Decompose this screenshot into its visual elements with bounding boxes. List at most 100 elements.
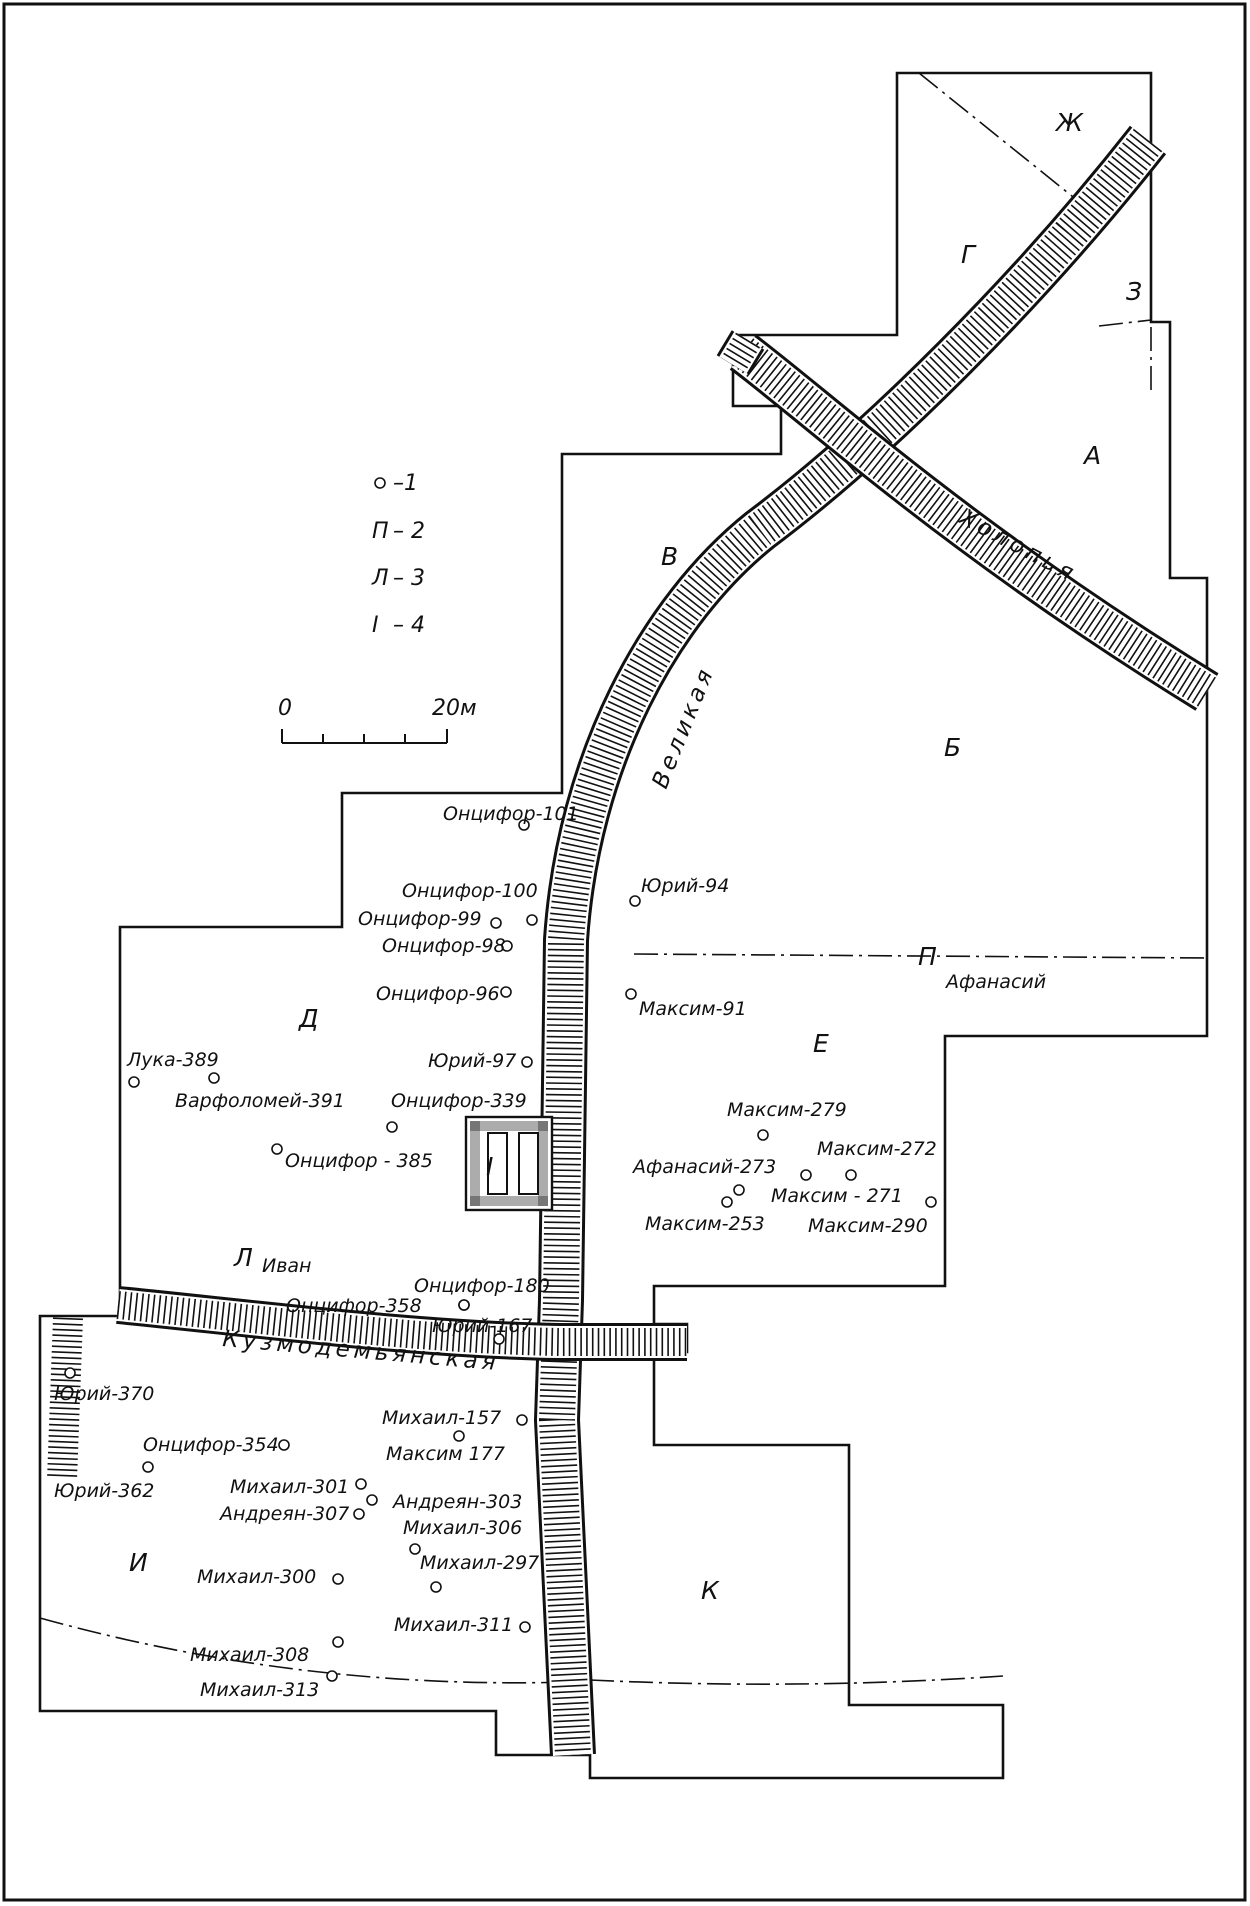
site-label: Максим-279 (727, 1099, 847, 1121)
zone-label: И (129, 1548, 148, 1577)
site-marker: Онцифор-96 (376, 983, 512, 1005)
site-label: Максим-290 (808, 1215, 928, 1237)
legend-symbol: Л (371, 566, 389, 591)
site-label: Михаил-311 (394, 1614, 513, 1636)
legend: –1П– 2Л– 3I– 4 (371, 471, 425, 638)
site-dot (430, 1581, 442, 1593)
site-marker: Юрий-167 (432, 1315, 532, 1345)
zone-label: З (1126, 277, 1142, 306)
site-label: Михаил-297 (420, 1552, 539, 1574)
label-afanasiy: Афанасий (944, 971, 1046, 993)
site-dot (271, 1143, 283, 1155)
building-room-right (518, 1132, 539, 1195)
site-dot (208, 1072, 220, 1084)
zone-divider-k-bottom (589, 1675, 1004, 1685)
zone-label: А (1082, 441, 1101, 470)
zone-divider-z (1098, 319, 1152, 327)
zone-divider-i-bottom (39, 1617, 571, 1684)
legend-item: П– 2 (372, 519, 425, 544)
site-dot (629, 895, 641, 907)
building-hatch-bottom (470, 1196, 548, 1206)
zone-label: Д (298, 1004, 319, 1033)
site-label: Максим-253 (645, 1213, 765, 1235)
site-label: Онцифор-96 (376, 983, 500, 1005)
street-kholopya-hatch (732, 338, 1216, 707)
zone-label: Б (944, 733, 961, 762)
site-label: Онцифор-339 (391, 1090, 527, 1112)
site-label: Онцифор-358 (286, 1295, 422, 1317)
site-marker: Максим - 271 (771, 1169, 903, 1207)
building-hatch-right (538, 1121, 548, 1206)
scale-bar: 0 20м (278, 696, 477, 744)
zone-label: Г (961, 240, 977, 269)
zone-label: К (701, 1576, 720, 1605)
sites-layer: Онцифор-101Онцифор-100Онцифор-99Онцифор-… (54, 803, 937, 1701)
site-dot (519, 1621, 531, 1633)
site-marker: Михаил-157 (382, 1407, 528, 1429)
site-dot (516, 1414, 528, 1426)
site-dot (332, 1573, 344, 1585)
site-marker: Максим-272 (817, 1138, 937, 1181)
site-label: Лука-389 (126, 1049, 219, 1071)
street-velikaya-edge (533, 125, 1167, 1757)
site-marker: Онцифор-98 (382, 935, 513, 957)
site-label: Максим-91 (639, 998, 747, 1020)
site-marker: Онцифор-358 (286, 1295, 470, 1317)
zone-divider-e-p (633, 953, 1208, 959)
legend-text: – 3 (393, 566, 425, 591)
street-velikaya-body (536, 127, 1164, 1756)
site-marker: Варфоломей-391 (175, 1072, 345, 1112)
site-marker: Онцифор-339 (386, 1090, 527, 1133)
site-label: Онцифор - 385 (285, 1150, 433, 1172)
site-dot (453, 1430, 465, 1442)
site-marker: Максим-253 (645, 1196, 765, 1235)
site-dot (625, 988, 637, 1000)
site-marker: Юрий-362 (54, 1461, 154, 1502)
site-marker: Андреян-307 (218, 1503, 365, 1525)
legend-site-symbol (374, 477, 386, 489)
street-network (47, 125, 1219, 1757)
site-dot (366, 1494, 378, 1506)
site-label: Михаил-313 (200, 1679, 319, 1701)
legend-item: –1 (374, 471, 418, 496)
site-marker: Михаил-313 (200, 1670, 338, 1701)
marker-building-i: I (486, 1152, 493, 1181)
site-marker: Онцифор-99 (358, 908, 502, 930)
legend-text: – 2 (393, 519, 425, 544)
site-dot (332, 1636, 344, 1648)
site-marker: Андреян-303 (366, 1491, 522, 1513)
site-dot (353, 1508, 365, 1520)
site-marker: Максим 177 (386, 1430, 505, 1465)
site-marker: Михаил-301 (230, 1476, 367, 1498)
site-dot (409, 1543, 421, 1555)
street-velikaya-hatch (538, 128, 1163, 1756)
site-dot (501, 940, 513, 952)
legend-symbol: I (372, 613, 379, 638)
site-dot (845, 1169, 857, 1181)
street-stub-hatch (720, 332, 761, 373)
site-dot (500, 986, 512, 998)
site-marker: Юрий-94 (629, 875, 729, 907)
site-dot (800, 1169, 812, 1181)
site-marker: Максим-279 (727, 1099, 847, 1141)
site-label: Онцифор-101 (443, 803, 579, 825)
site-dot (386, 1121, 398, 1133)
excavation-boundary (38, 71, 1209, 1780)
site-label: Афанасий-273 (631, 1156, 776, 1178)
site-label: Михаил-300 (197, 1566, 316, 1588)
site-label: Юрий-370 (54, 1383, 154, 1405)
site-label: Юрий-94 (641, 875, 729, 897)
legend-symbol: П (372, 519, 389, 544)
zone-label: Е (813, 1029, 829, 1058)
site-dot (142, 1461, 154, 1473)
site-marker: Онцифор-101 (443, 803, 579, 831)
site-label: Максим 177 (386, 1443, 505, 1465)
site-marker: Михаил-306 (403, 1517, 522, 1555)
site-marker: Михаил-297 (420, 1552, 539, 1593)
site-dot (733, 1184, 745, 1196)
site-marker: Михаил-300 (197, 1566, 344, 1588)
site-label: Онцифор-99 (358, 908, 482, 930)
legend-item: I– 4 (372, 613, 425, 638)
